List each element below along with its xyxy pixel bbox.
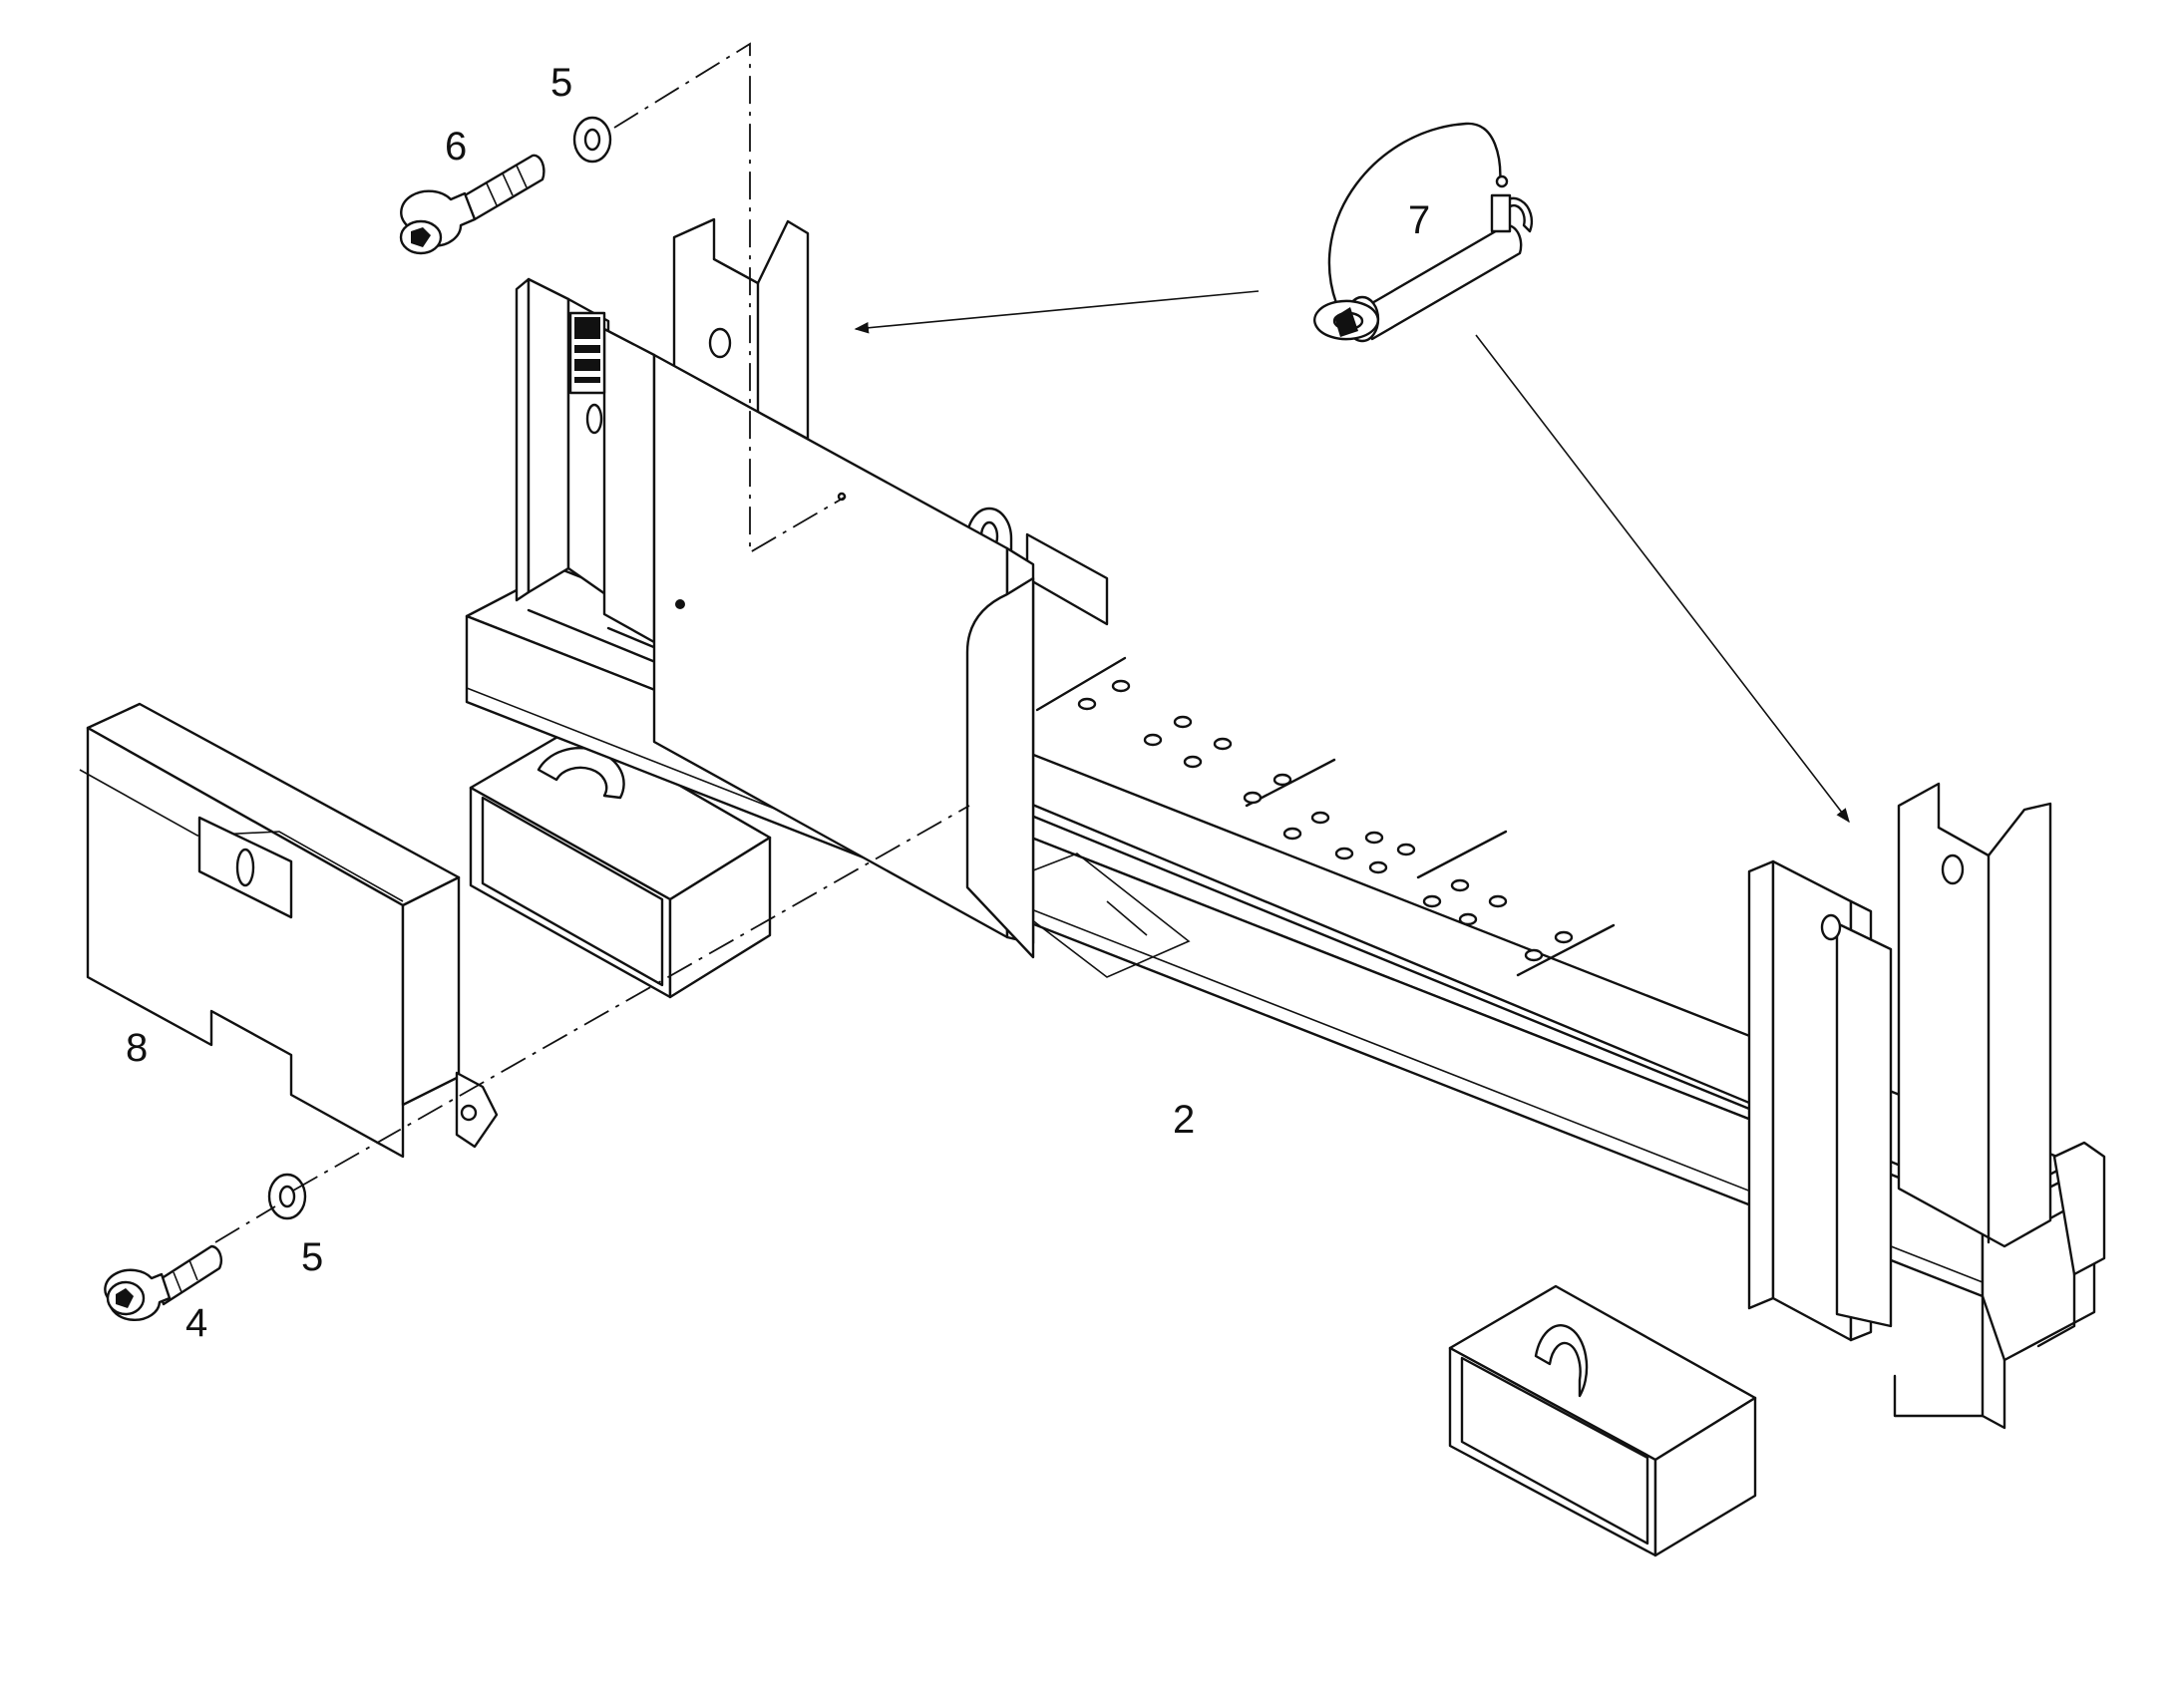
right-support-tube [1448,1284,1757,1557]
arrow-to-left-post [854,290,1260,334]
washer-bottom [267,1173,307,1220]
hole-plate [987,656,1616,978]
left-support-tube [469,724,772,999]
callout-part-8: 8 [126,1026,148,1070]
bolt-holes [1077,679,1574,962]
callout-part-7: 7 [1408,198,1430,242]
right-channel-post [1897,782,2052,1248]
cover-plate [652,353,1035,959]
callout-part-6: 6 [445,125,467,169]
washer-top [572,116,612,164]
callout-part-5-top: 5 [550,61,572,105]
callout-part-4: 4 [185,1301,207,1345]
cap-screw-bottom [104,1244,222,1321]
callout-part-5-bottom: 5 [301,1235,323,1279]
label-plate [568,311,606,435]
box-bracket [79,702,499,1159]
cap-screw-top [399,154,545,255]
arrow-to-right-post [1475,334,1850,824]
callout-part-2: 2 [1173,1098,1195,1142]
lynch-pin [1313,122,1534,343]
assembly-centerlines [214,42,970,1243]
right-upright-post [1747,859,1893,1342]
